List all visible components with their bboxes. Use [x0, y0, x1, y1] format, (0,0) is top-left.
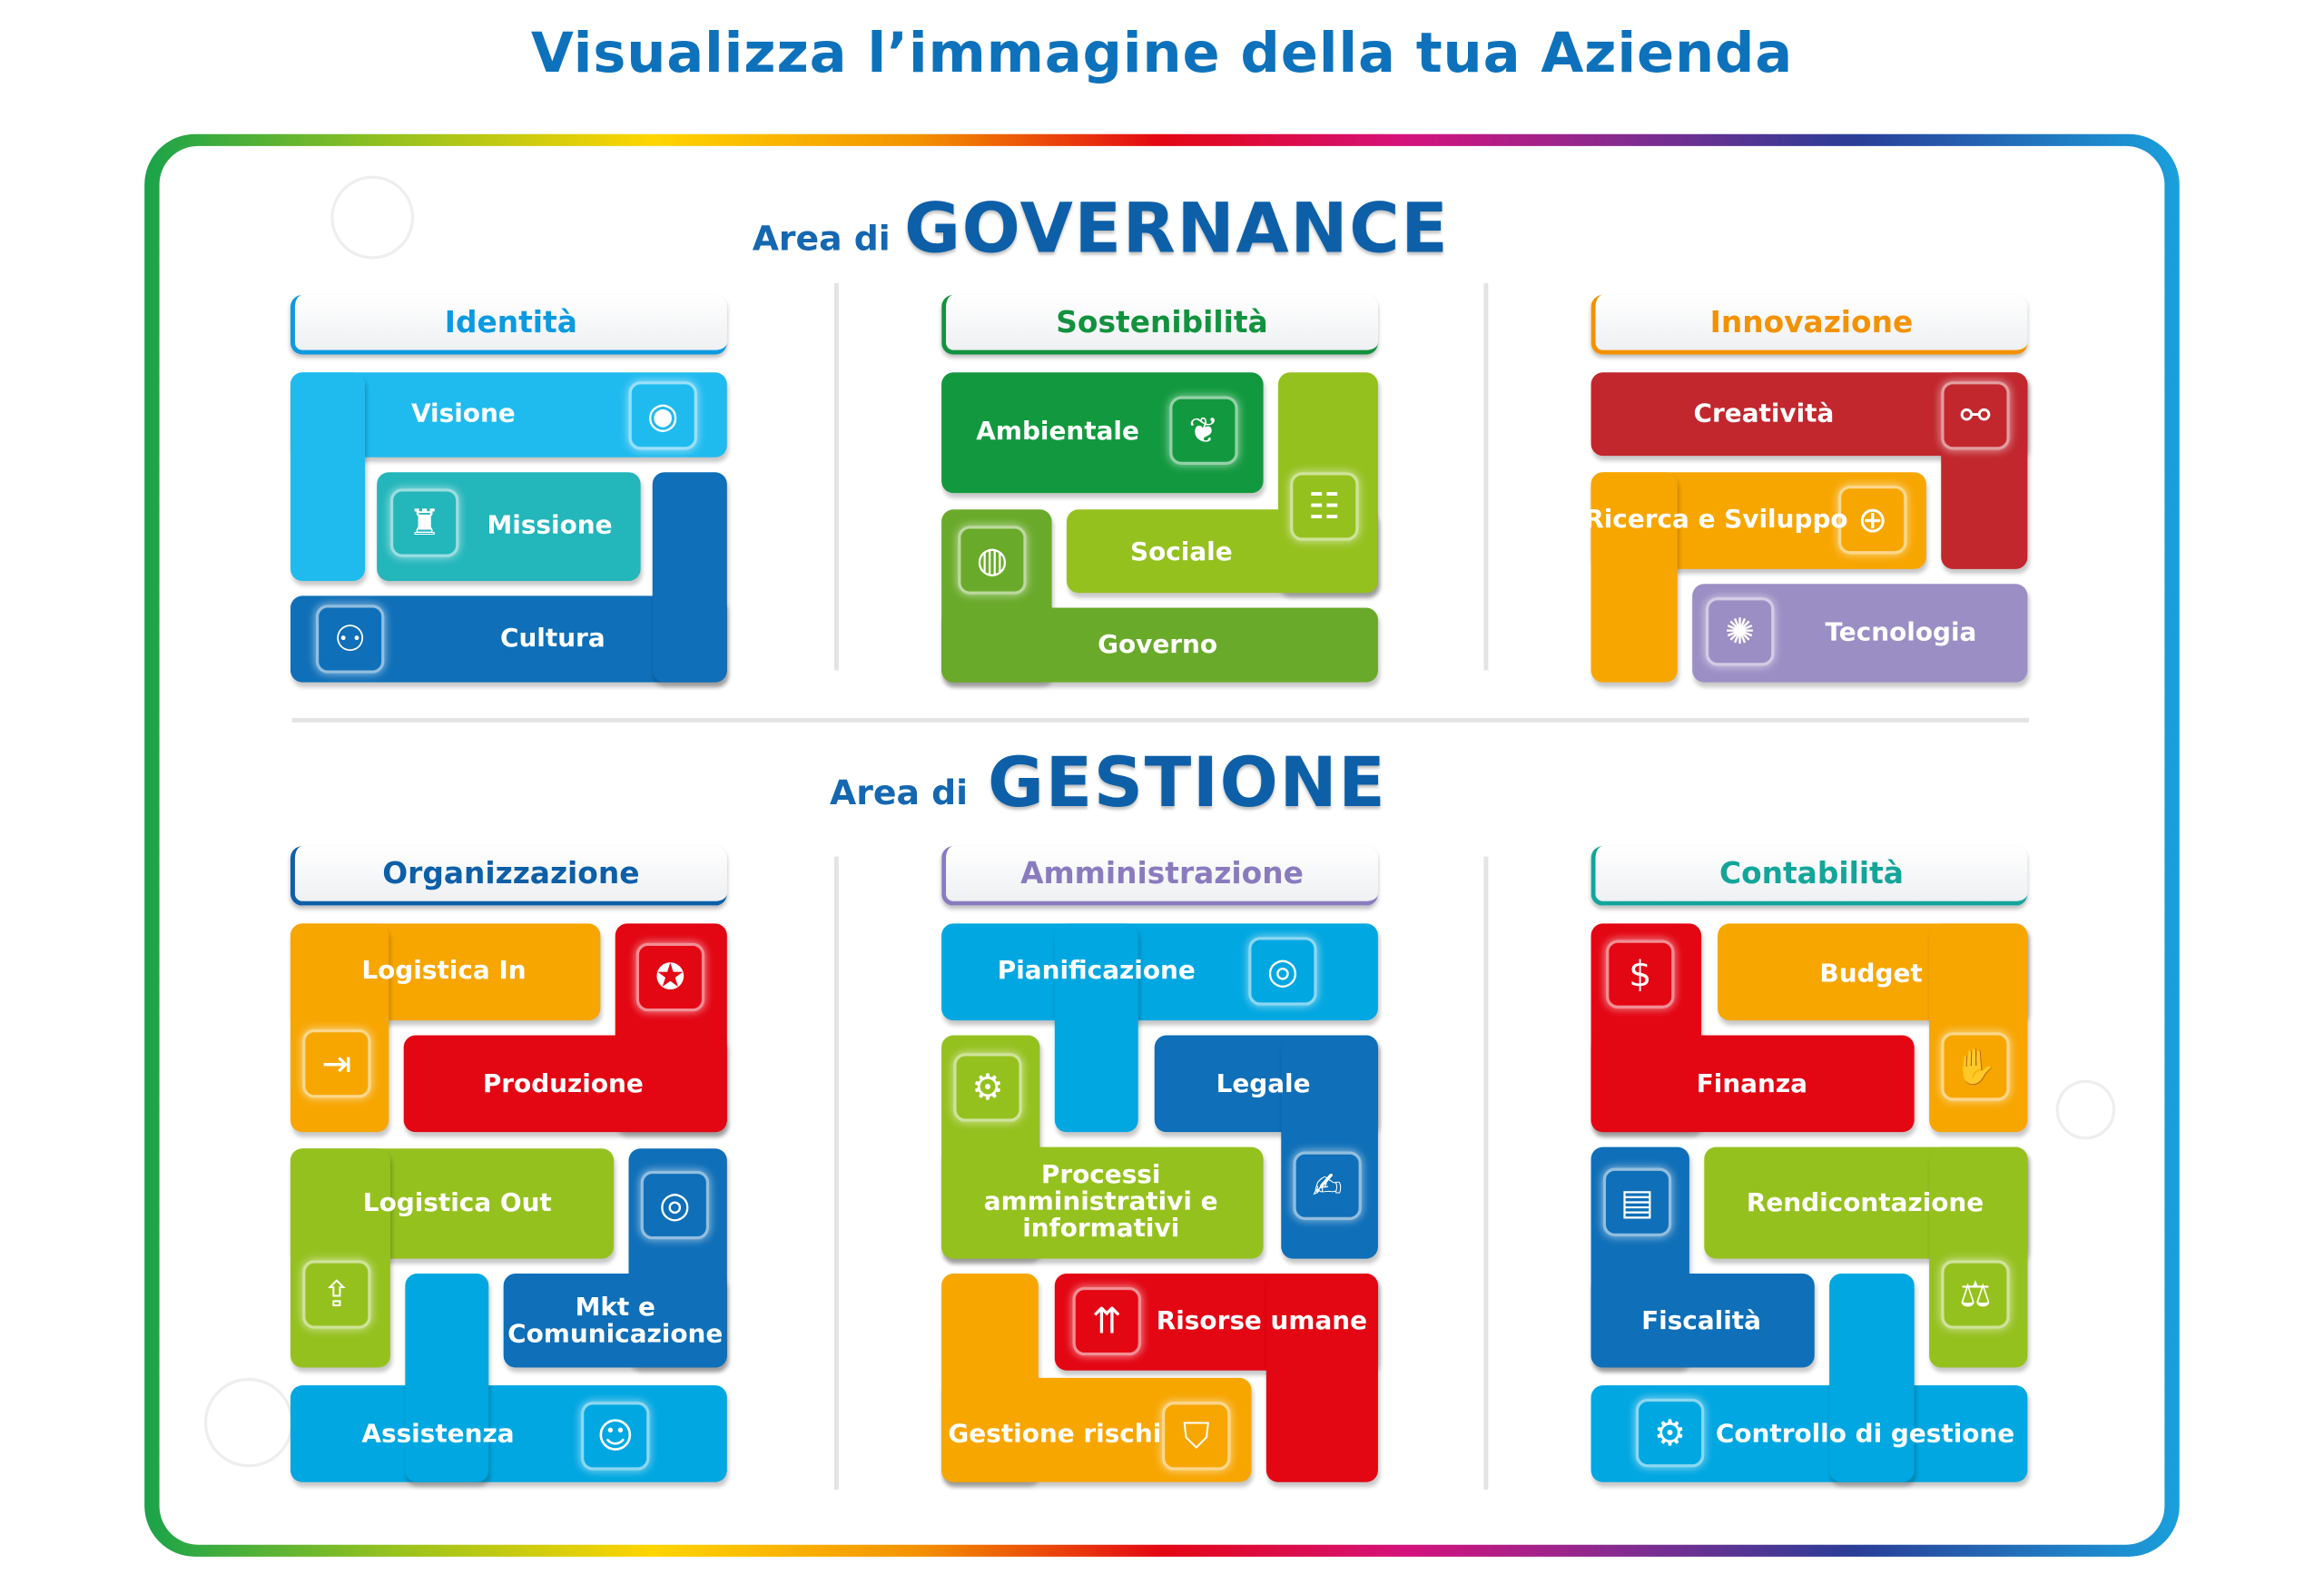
lightbulb-gear-icon: ✺ — [1705, 597, 1775, 666]
coin-hand-icon: ✋ — [1941, 1032, 2010, 1101]
node-decor-icon — [2055, 1079, 2116, 1140]
chart-shield-icon: ⛉ — [1161, 1402, 1231, 1471]
report-balance-icon: ⚖ — [1941, 1260, 2010, 1329]
tile-label: Ricerca e Sviluppo — [1584, 505, 1848, 536]
presentation-icon: ▤ — [1602, 1167, 1672, 1237]
tile-shape[interactable] — [290, 372, 366, 581]
tile-label: Rendicontazione — [1746, 1188, 1984, 1219]
tile-shape[interactable] — [1829, 1274, 1915, 1482]
eye-orbit-icon: ◉ — [628, 381, 697, 450]
tile-shape[interactable] — [652, 472, 727, 683]
tile-label: Creatività — [1693, 398, 1835, 429]
person-decor-icon — [330, 175, 415, 260]
column-divider — [1483, 282, 1489, 671]
research-globe-icon: ⊕ — [1837, 485, 1907, 555]
tile-label: Legale — [1216, 1069, 1311, 1100]
tile-shape[interactable] — [290, 923, 389, 1133]
tile-label: Missione — [487, 510, 613, 541]
tile-shape[interactable] — [1590, 1035, 1915, 1133]
gestione-prefix: Area di — [830, 774, 969, 813]
governance-title: GOVERNANCE — [904, 187, 1450, 269]
section-divider — [291, 717, 2030, 723]
group-header-0[interactable]: Identità — [290, 294, 727, 355]
tile-shape[interactable] — [1590, 472, 1678, 683]
person-decor-icon — [203, 1377, 294, 1468]
tile-shape[interactable] — [503, 1274, 727, 1368]
tile-shape[interactable] — [290, 1385, 727, 1482]
tile-label: Logistica In — [361, 956, 527, 987]
tile-shape[interactable] — [1054, 923, 1138, 1133]
tile-shape[interactable] — [1941, 372, 2028, 569]
group-header-0[interactable]: Organizzazione — [290, 846, 727, 906]
target-people-icon: ◎ — [640, 1170, 710, 1240]
group-header-2[interactable]: Contabilità — [1590, 846, 2028, 906]
column-divider — [833, 856, 839, 1490]
export-box-icon: ⇪ — [302, 1260, 371, 1329]
group-header-1[interactable]: Amministrazione — [941, 846, 1378, 906]
tile-label: Pianificazione — [997, 956, 1196, 987]
people-network-icon: ⚇ — [315, 605, 385, 674]
tile-shape[interactable] — [1929, 1146, 2028, 1368]
lighthouse-icon: ♜ — [389, 488, 459, 557]
tile-label: Processi amministrativi e informativi — [983, 1160, 1218, 1245]
team-growth-icon: ⇈ — [1072, 1286, 1142, 1356]
tile-label: Sociale — [1129, 537, 1233, 568]
tile-shape[interactable] — [1281, 1035, 1378, 1259]
tile-shape[interactable] — [941, 1146, 1264, 1259]
tile-label: Risorse umane — [1156, 1306, 1368, 1336]
governance-prefix: Area di — [752, 220, 891, 260]
tile-label: Cultura — [499, 624, 606, 654]
money-growth-icon: $ — [1605, 940, 1675, 1009]
tile-shape[interactable] — [941, 372, 1264, 494]
support-person-icon: ☺ — [580, 1402, 650, 1471]
tile-label: Logistica Out — [362, 1188, 552, 1219]
tile-label: Gestione rischi — [948, 1419, 1162, 1450]
tile-shape[interactable] — [405, 1274, 489, 1482]
column-divider — [1483, 856, 1489, 1490]
tile-label: Budget — [1819, 959, 1923, 989]
tile-shape[interactable] — [941, 607, 1378, 683]
tile-shape[interactable] — [1265, 1274, 1378, 1482]
process-person-icon: ⚙ — [953, 1053, 1022, 1122]
handshake-contract-icon: ✍ — [1293, 1151, 1362, 1220]
tile-label: Assistenza — [361, 1419, 515, 1450]
tile-label: Tecnologia — [1825, 618, 1977, 648]
tile-shape[interactable] — [403, 1035, 727, 1133]
tile-shape[interactable] — [290, 1148, 390, 1368]
globe-icon: ◍ — [958, 526, 1027, 595]
gestione-title: GESTIONE — [987, 742, 1387, 822]
gear-control-icon: ⚙ — [1635, 1398, 1705, 1468]
column-divider — [833, 282, 839, 671]
page-title: Visualizza l’immagine della tua Azienda — [530, 20, 1794, 85]
tile-label: Mkt e Comunicazione — [507, 1293, 724, 1350]
tile-shape[interactable] — [941, 1377, 1252, 1482]
tile-shape[interactable] — [1590, 1274, 1815, 1368]
tile-label: Governo — [1098, 630, 1218, 660]
group-header-2[interactable]: Innovazione — [1590, 294, 2028, 355]
target-icon: ◎ — [1248, 937, 1317, 1006]
group-header-1[interactable]: Sostenibilità — [941, 294, 1378, 355]
tile-label: Visione — [410, 398, 516, 429]
tile-label: Produzione — [482, 1069, 644, 1100]
tile-label: Controllo di gestione — [1715, 1419, 2015, 1450]
community-icon: ☷ — [1290, 472, 1359, 541]
tile-label: Finanza — [1696, 1069, 1807, 1100]
quality-badge-icon: ✪ — [635, 942, 705, 1012]
sign-in-icon: ⇥ — [302, 1028, 371, 1098]
ideas-network-icon: ⚯ — [1941, 381, 2010, 450]
tile-label: Ambientale — [976, 417, 1139, 448]
tile-shape[interactable] — [1066, 509, 1378, 594]
hands-plant-icon: ❦ — [1169, 396, 1238, 465]
tile-label: Fiscalità — [1641, 1306, 1761, 1336]
